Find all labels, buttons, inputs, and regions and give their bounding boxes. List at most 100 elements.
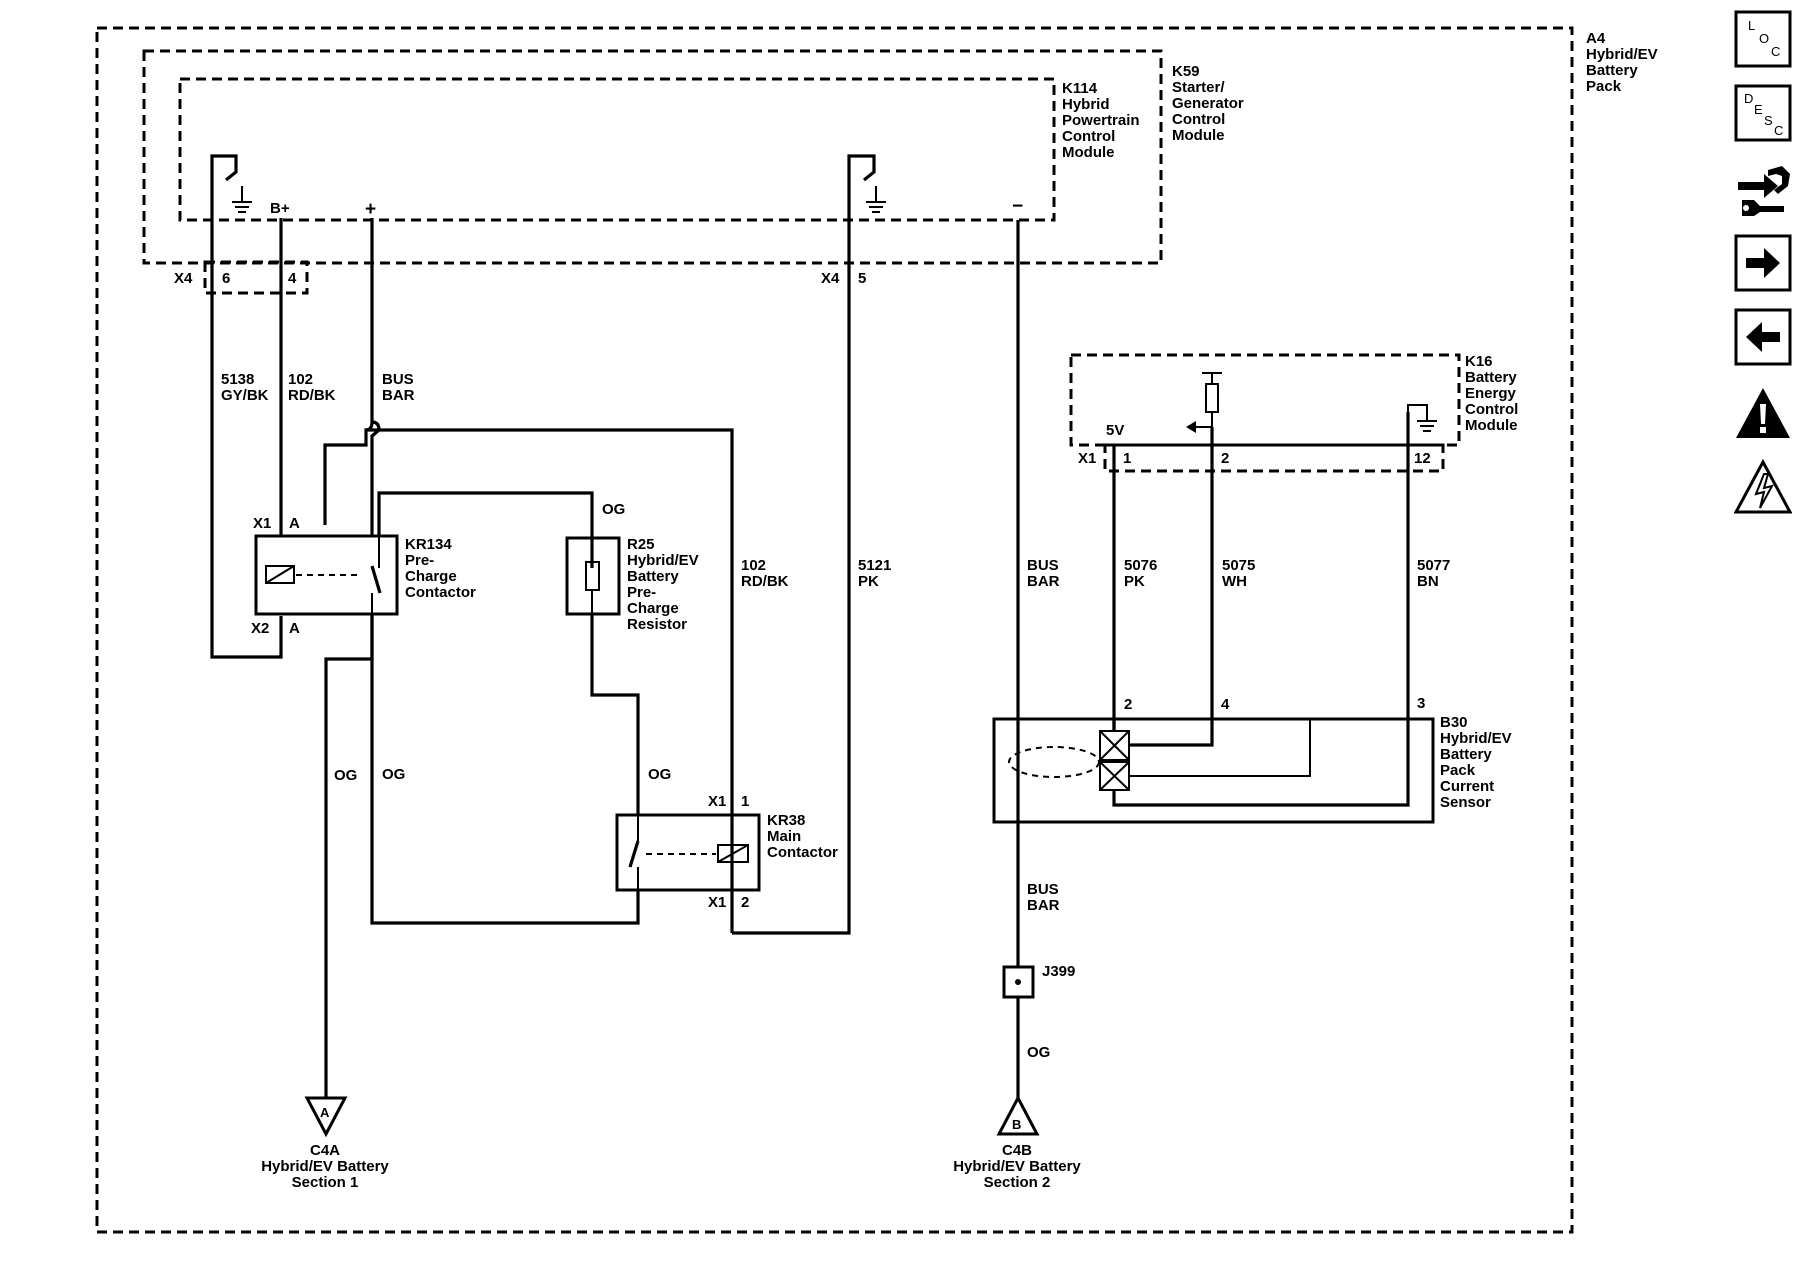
svg-text:Control: Control — [1465, 401, 1518, 418]
k59-module-outline — [142, 49, 1163, 265]
svg-text:BAR: BAR — [1027, 897, 1060, 914]
wire-label-5121: 5121 PK — [858, 557, 891, 590]
description-icon: D E S C — [1734, 84, 1792, 142]
kr134-pre-charge-contactor — [254, 534, 399, 616]
wire-5075 — [1129, 427, 1214, 747]
high-voltage-button[interactable] — [1734, 458, 1792, 516]
svg-text:L: L — [1748, 18, 1755, 33]
svg-text:BAR: BAR — [1027, 573, 1060, 590]
wire-label-5138: 5138 GY/BK — [221, 371, 269, 404]
b30-pin-2: 2 — [1124, 696, 1132, 713]
wire-5138 — [210, 168, 283, 659]
b30-current-sensor — [992, 717, 1435, 824]
svg-text:RD/BK: RD/BK — [741, 573, 789, 590]
svg-text:Pack: Pack — [1440, 762, 1476, 779]
wire-5121 — [732, 168, 851, 935]
svg-text:K114: K114 — [1062, 80, 1098, 97]
kr38-pin-1: 1 — [741, 793, 749, 810]
svg-text:Main: Main — [767, 828, 801, 845]
wrench-hand-icon — [1738, 166, 1790, 216]
repair-procedures-button[interactable] — [1734, 160, 1792, 218]
svg-text:Control: Control — [1172, 111, 1225, 128]
svg-text:Module: Module — [1062, 144, 1115, 161]
svg-text:Battery: Battery — [1465, 369, 1517, 386]
svg-text:Starter/: Starter/ — [1172, 79, 1225, 96]
warning-icon — [1736, 388, 1790, 438]
svg-text:Current: Current — [1440, 778, 1494, 795]
wire-label-busbar-top: BUS BAR — [382, 371, 415, 404]
x4-label-right: X4 — [821, 270, 840, 287]
svg-text:Control: Control — [1062, 128, 1115, 145]
k16-label: K16 Battery Energy Control Module — [1465, 353, 1518, 434]
wire-label-102-top: 102 RD/BK — [288, 371, 336, 404]
svg-text:C: C — [1774, 123, 1783, 138]
svg-text:Battery: Battery — [627, 568, 679, 585]
svg-text:PK: PK — [858, 573, 879, 590]
c4a-output-symbol: A — [304, 1096, 348, 1138]
svg-text:Contactor: Contactor — [767, 844, 838, 861]
c4b-label: C4B Hybrid/EV Battery Section 2 — [953, 1142, 1081, 1191]
svg-text:Pre-: Pre- — [627, 584, 656, 601]
svg-text:102: 102 — [741, 557, 766, 574]
a4-label: A4 Hybrid/EV Battery Pack — [1586, 30, 1658, 95]
k16-5v-label: 5V — [1106, 422, 1124, 439]
svg-text:Hybrid/EV Battery: Hybrid/EV Battery — [261, 1158, 389, 1175]
wire-label-5077: 5077 BN — [1417, 557, 1450, 590]
kr38-pin-2: 2 — [741, 894, 749, 911]
k114-label: K114 Hybrid Powertrain Control Module — [1062, 80, 1140, 161]
wire-og-main — [370, 614, 640, 925]
bus-bar-positive — [365, 218, 374, 432]
svg-text:S: S — [1764, 113, 1773, 128]
wire-label-102-mid: 102 RD/BK — [741, 557, 789, 590]
x4-pin-6: 6 — [222, 270, 230, 287]
wire-102-jumper — [323, 428, 734, 933]
kr134-x2-label: X2 — [251, 620, 269, 637]
svg-text:BUS: BUS — [382, 371, 414, 388]
k16-x1-connector-outline — [1103, 443, 1445, 473]
r25-pre-charge-resistor — [565, 536, 621, 616]
kr134-label: KR134 Pre- Charge Contactor — [405, 536, 476, 601]
wire-label-5075: 5075 WH — [1222, 557, 1255, 590]
svg-text:Generator: Generator — [1172, 95, 1244, 112]
svg-text:5121: 5121 — [858, 557, 891, 574]
svg-text:Battery: Battery — [1440, 746, 1492, 763]
b30-label: B30 Hybrid/EV Battery Pack Current Senso… — [1440, 714, 1512, 811]
svg-text:KR38: KR38 — [767, 812, 805, 829]
wire-label-og-main: OG — [648, 766, 671, 783]
svg-text:Section 2: Section 2 — [984, 1174, 1051, 1191]
wire-label-5076: 5076 PK — [1124, 557, 1157, 590]
caution-button[interactable] — [1734, 384, 1792, 442]
svg-text:5138: 5138 — [221, 371, 254, 388]
svg-text:D: D — [1744, 91, 1753, 106]
k59-label: K59 Starter/ Generator Control Module — [1172, 63, 1244, 144]
svg-text:BN: BN — [1417, 573, 1439, 590]
kr134-x1-label: X1 — [253, 515, 271, 532]
next-page-button[interactable] — [1734, 234, 1792, 292]
svg-text:WH: WH — [1222, 573, 1247, 590]
k16-module-outline — [1069, 353, 1461, 447]
svg-text:O: O — [1759, 31, 1769, 46]
svg-text:A4: A4 — [1586, 30, 1606, 47]
description-button[interactable]: D E S C — [1734, 84, 1792, 142]
wire-5077 — [1112, 412, 1410, 807]
svg-text:RD/BK: RD/BK — [288, 387, 336, 404]
svg-text:K59: K59 — [1172, 63, 1200, 80]
previous-page-button[interactable] — [1734, 308, 1792, 366]
svg-text:Hybrid/EV: Hybrid/EV — [1440, 730, 1512, 747]
svg-text:BUS: BUS — [1027, 881, 1059, 898]
svg-text:Hybrid: Hybrid — [1062, 96, 1110, 113]
svg-text:Pack: Pack — [1586, 78, 1622, 95]
svg-text:GY/BK: GY/BK — [221, 387, 269, 404]
kr38-x1-top-label: X1 — [708, 793, 726, 810]
location-button[interactable]: L O C — [1734, 10, 1792, 68]
arrow-right-icon — [1734, 234, 1792, 292]
arrow-left-icon — [1734, 308, 1792, 366]
wire-og-c4a — [324, 614, 374, 1098]
svg-text:PK: PK — [1124, 573, 1145, 590]
diagram-toolbar: L O C D E S C — [1730, 0, 1800, 560]
a4-battery-pack-outline — [95, 26, 1574, 1234]
svg-text:C4A: C4A — [310, 1142, 340, 1159]
svg-text:C4B: C4B — [1002, 1142, 1032, 1159]
svg-text:BUS: BUS — [1027, 557, 1059, 574]
svg-text:K16: K16 — [1465, 353, 1493, 370]
